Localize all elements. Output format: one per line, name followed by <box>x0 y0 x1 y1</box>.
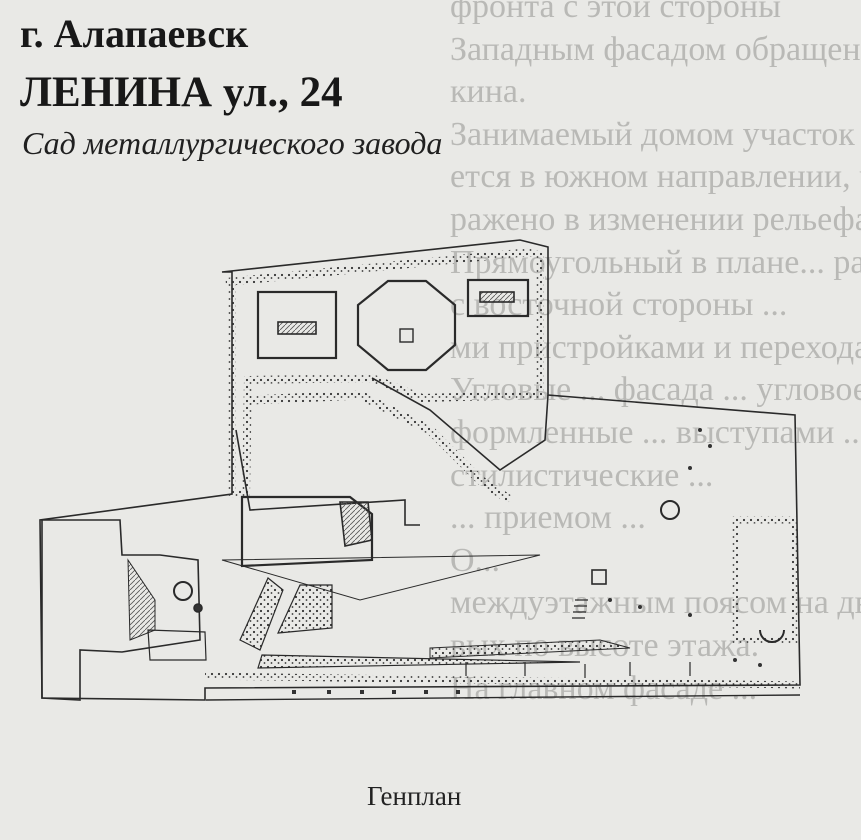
bleed-through-line: ... приемом ... <box>450 499 646 537</box>
bleed-through-line: ражено в изменении рельефа. <box>450 200 861 238</box>
bleed-through-line: Занимаемый домом участок понижа- <box>450 115 855 153</box>
bleed-through-line: Западным фасадом обращен <box>450 30 861 68</box>
octagon-parterre <box>356 279 457 372</box>
left-square-parterre <box>256 290 338 360</box>
right-rect-parterre <box>466 278 530 318</box>
bleed-through-line: О... <box>450 541 501 579</box>
object-subtitle: Сад металлургического завода <box>22 125 443 161</box>
right-pavilion <box>731 516 799 644</box>
bleed-through-line: ми пристройками и переходами... <box>450 328 861 366</box>
diagonal-alley <box>371 377 549 472</box>
bleed-through-line: Прямоугольный в плане... расположен <box>450 243 861 281</box>
plan-caption: Генплан <box>367 781 462 811</box>
left-buildings <box>41 519 201 701</box>
bleed-through-line: фронта с этой стороны <box>450 0 781 25</box>
upper-hedge-border <box>225 247 544 498</box>
upper-garden-outline <box>39 239 801 701</box>
lower-triangular-bed-2 <box>277 584 333 634</box>
bleed-through-line: кина. <box>450 73 527 111</box>
lower-triangular-bed <box>239 577 284 651</box>
bottom-boundary-strip <box>204 672 801 689</box>
street-address-heading: ЛЕНИНА ул., 24 <box>20 69 343 116</box>
bleed-through-line: ется в южном направлении, что вы- <box>450 158 861 196</box>
city-heading: г. Алапаевск <box>20 11 249 56</box>
bleed-through-line: На главном фасаде ... <box>450 669 758 707</box>
bleed-through-line: формленные ... выступами ... <box>450 413 861 451</box>
long-flowerbed <box>257 654 581 669</box>
